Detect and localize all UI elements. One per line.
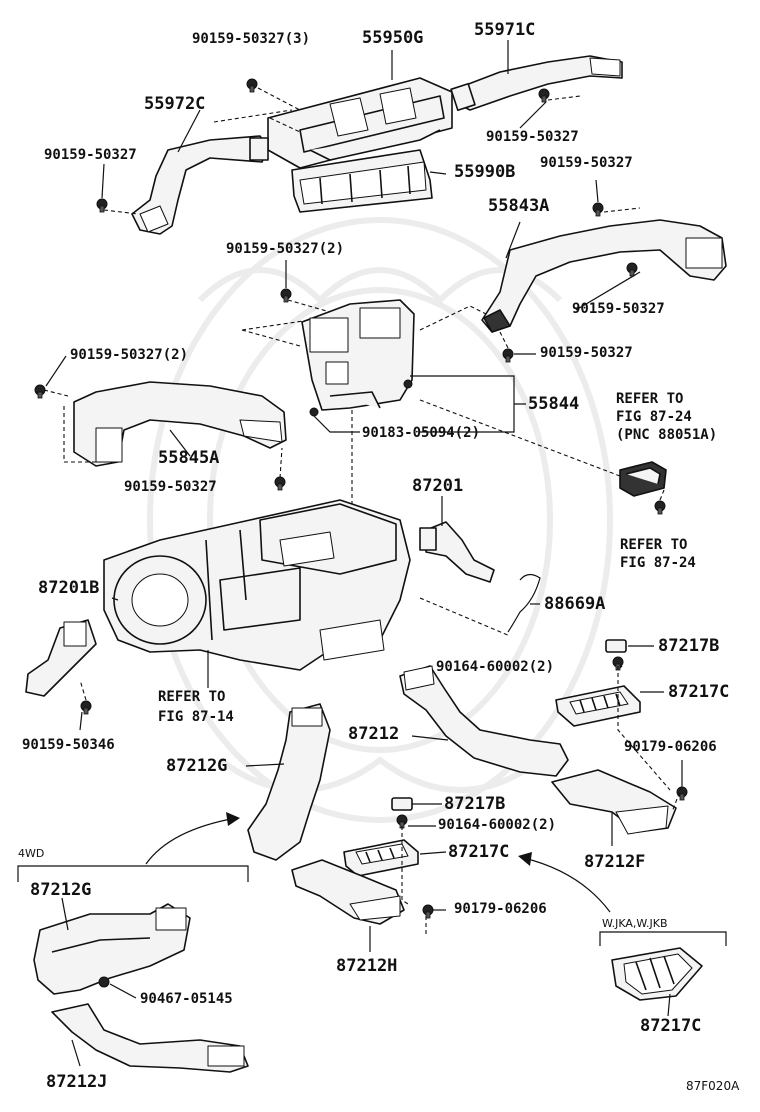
- label-90159-50327-3: 90159-50327(3): [192, 31, 311, 47]
- part-88669A-wire: [507, 573, 541, 633]
- refer-fig-87-24-line2: FIG 87-24: [620, 555, 696, 571]
- label-90159-50327-b: 90159-50327: [44, 147, 137, 163]
- group-label-wjka-wjkb: W.JKA,W.JKB: [602, 917, 668, 930]
- part-87212G-duct: [247, 703, 331, 861]
- group-brackets: [17, 865, 727, 946]
- refer-fig-87-24-line1: REFER TO: [620, 537, 688, 553]
- label-87212: 87212: [348, 724, 400, 744]
- part-87212-duct: [399, 665, 569, 777]
- part-55990B-tray: [291, 149, 433, 213]
- label-87217B-b: 87217B: [444, 794, 506, 814]
- label-55972C: 55972C: [144, 94, 206, 114]
- label-90164-60002-2b: 90164-60002(2): [438, 817, 557, 833]
- refer-fig-87-14-line2: FIG 87-14: [158, 709, 234, 725]
- label-90159-50327-f: 90159-50327: [124, 479, 217, 495]
- label-87212G-b: 87212G: [30, 880, 92, 900]
- label-87201B: 87201B: [38, 578, 100, 598]
- refer-fig-87-14-line1: REFER TO: [158, 689, 226, 705]
- label-55971C: 55971C: [474, 20, 536, 40]
- leader-lines: [45, 40, 683, 1067]
- label-87217B-a: 87217B: [658, 636, 720, 656]
- group-label-4wd: 4WD: [18, 847, 45, 860]
- part-55971C-duct: [450, 55, 623, 112]
- part-55972C-duct: [131, 135, 269, 235]
- label-90159-50327-2a: 90159-50327(2): [226, 241, 345, 257]
- part-87212J-duct: [51, 1003, 249, 1073]
- label-55844: 55844: [528, 394, 580, 414]
- label-87217C-c: 87217C: [640, 1016, 702, 1036]
- part-55950G-panel: [267, 77, 453, 169]
- part-87212H-duct: [291, 859, 405, 925]
- bolt-icons: [34, 78, 688, 988]
- part-87217C-grille-b: [343, 839, 419, 877]
- watermark-emblem: [147, 217, 613, 823]
- label-88669A: 88669A: [544, 594, 606, 614]
- label-87212G-a: 87212G: [166, 756, 228, 776]
- part-87201B-duct: [25, 619, 97, 697]
- label-87217C-b: 87217C: [448, 842, 510, 862]
- label-90159-50327-a: 90159-50327: [486, 129, 579, 145]
- label-90159-50346: 90159-50346: [22, 737, 115, 753]
- label-90179-06206-a: 90179-06206: [624, 739, 717, 755]
- refer-fig-87-24-pnc-line3: (PNC 88051A): [616, 427, 718, 443]
- label-90159-50327-d: 90159-50327: [572, 301, 665, 317]
- part-87217B-clip-a: [605, 639, 627, 653]
- part-88051A-bracket: [619, 461, 667, 497]
- label-90159-50327-2b: 90159-50327(2): [70, 347, 189, 363]
- label-55950G: 55950G: [362, 28, 424, 48]
- refer-fig-87-24-pnc-line1: REFER TO: [616, 391, 684, 407]
- label-90159-50327-e: 90159-50327: [540, 345, 633, 361]
- label-90183-05094-2: 90183-05094(2): [362, 425, 481, 441]
- part-55843A-duct: [481, 219, 727, 333]
- label-87201: 87201: [412, 476, 464, 496]
- part-87217C-grille-a: [555, 685, 641, 727]
- label-87217C-a: 87217C: [668, 682, 730, 702]
- part-87217B-clip-b: [391, 797, 413, 811]
- figure-code: 87F020A: [686, 1079, 740, 1093]
- part-55844-center-duct: [301, 299, 415, 411]
- label-90179-06206-b: 90179-06206: [454, 901, 547, 917]
- assembly-dashed-lines: [43, 87, 683, 936]
- part-87212G-4wd-duct: [33, 903, 191, 995]
- label-87212F: 87212F: [584, 852, 646, 872]
- label-55843A: 55843A: [488, 196, 550, 216]
- label-90159-50327-c: 90159-50327: [540, 155, 633, 171]
- label-55990B: 55990B: [454, 162, 516, 182]
- label-87212J: 87212J: [46, 1072, 108, 1092]
- part-heater-unit-housing: [103, 499, 411, 671]
- refer-fig-87-24-pnc-line2: FIG 87-24: [616, 409, 692, 425]
- part-87217C-grille-c: [611, 947, 703, 1001]
- curved-arrows: [145, 812, 611, 913]
- part-87201-duct: [419, 521, 495, 583]
- label-55845A: 55845A: [158, 448, 220, 468]
- label-87212H: 87212H: [336, 956, 398, 976]
- part-87212F-duct: [551, 769, 677, 835]
- label-90164-60002-2a: 90164-60002(2): [436, 659, 555, 675]
- label-90467-05145: 90467-05145: [140, 991, 233, 1007]
- part-55845A-duct: [73, 381, 287, 467]
